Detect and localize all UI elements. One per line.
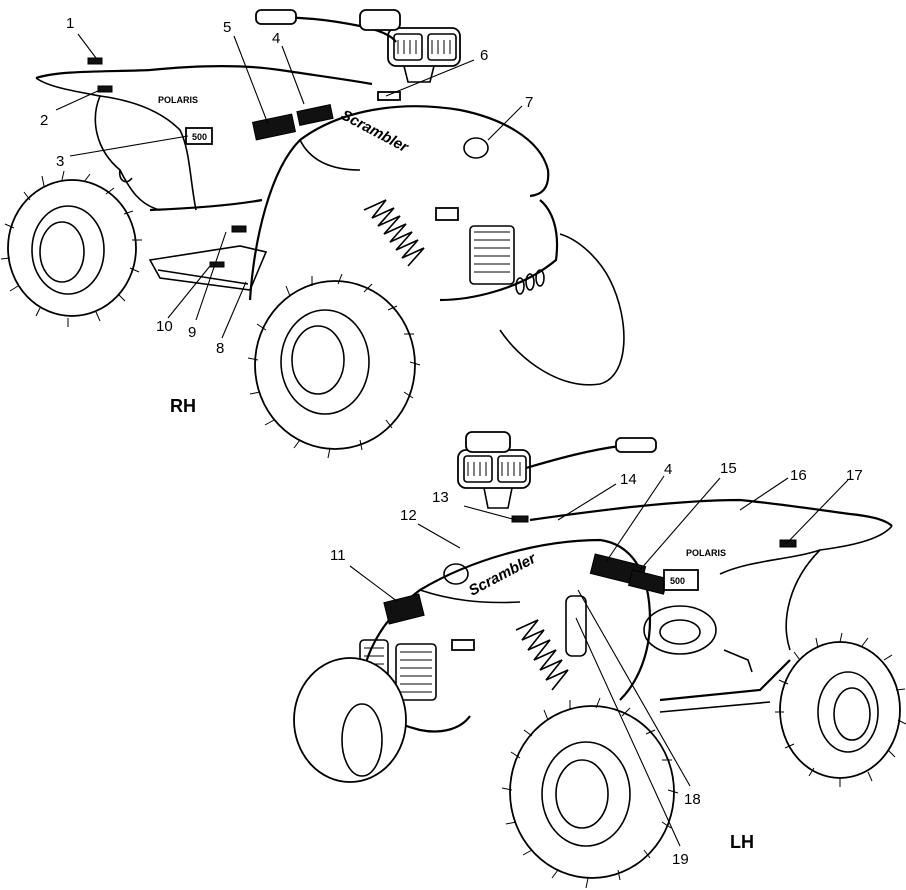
lh-callout-13: 13 (432, 489, 449, 506)
lh-callout-12: 12 (400, 507, 417, 524)
rh-callout-1: 1 (66, 15, 74, 32)
lh-callout-15: 15 (720, 460, 737, 477)
rh-callout-3: 3 (56, 153, 64, 170)
rh-atv-drawing (0, 9, 625, 459)
lh-callout-4: 4 (664, 461, 672, 478)
rh-callout-7: 7 (525, 94, 533, 111)
lh-callout-14: 14 (620, 471, 637, 488)
lh-callout-18: 18 (684, 791, 701, 808)
lh-view: POLARIS 500 Scrambler 11 12 13 14 4 15 1… (293, 431, 906, 889)
rh-callout-9: 9 (188, 324, 196, 341)
rh-callout-6: 6 (480, 47, 488, 64)
lh-leader-lines (349, 475, 849, 847)
rh-view: POLARIS 500 Scrambler 1 2 3 4 5 6 7 8 9 … (0, 9, 625, 459)
lh-callout-19: 19 (672, 851, 689, 868)
rh-callout-8: 8 (216, 340, 224, 357)
rh-view-label: RH (170, 396, 196, 416)
lh-callout-11: 11 (330, 547, 346, 564)
rh-callout-5: 5 (223, 19, 231, 36)
rh-callout-4: 4 (272, 30, 280, 47)
rh-callout-2: 2 (40, 112, 48, 129)
rh-polaris-decal: POLARIS (158, 95, 198, 105)
rh-leader-lines (55, 33, 523, 339)
rh-500-decal: 500 (192, 132, 207, 142)
lh-500-decal: 500 (670, 576, 685, 586)
lh-callout-17: 17 (846, 467, 863, 484)
rh-scrambler-decal: Scrambler (338, 107, 412, 157)
rh-callout-10: 10 (156, 318, 173, 335)
lh-polaris-decal: POLARIS (686, 548, 726, 558)
lh-view-label: LH (730, 832, 754, 852)
lh-scrambler-decal: Scrambler (466, 550, 540, 600)
lh-atv-drawing (293, 431, 906, 889)
lh-callout-16: 16 (790, 467, 807, 484)
